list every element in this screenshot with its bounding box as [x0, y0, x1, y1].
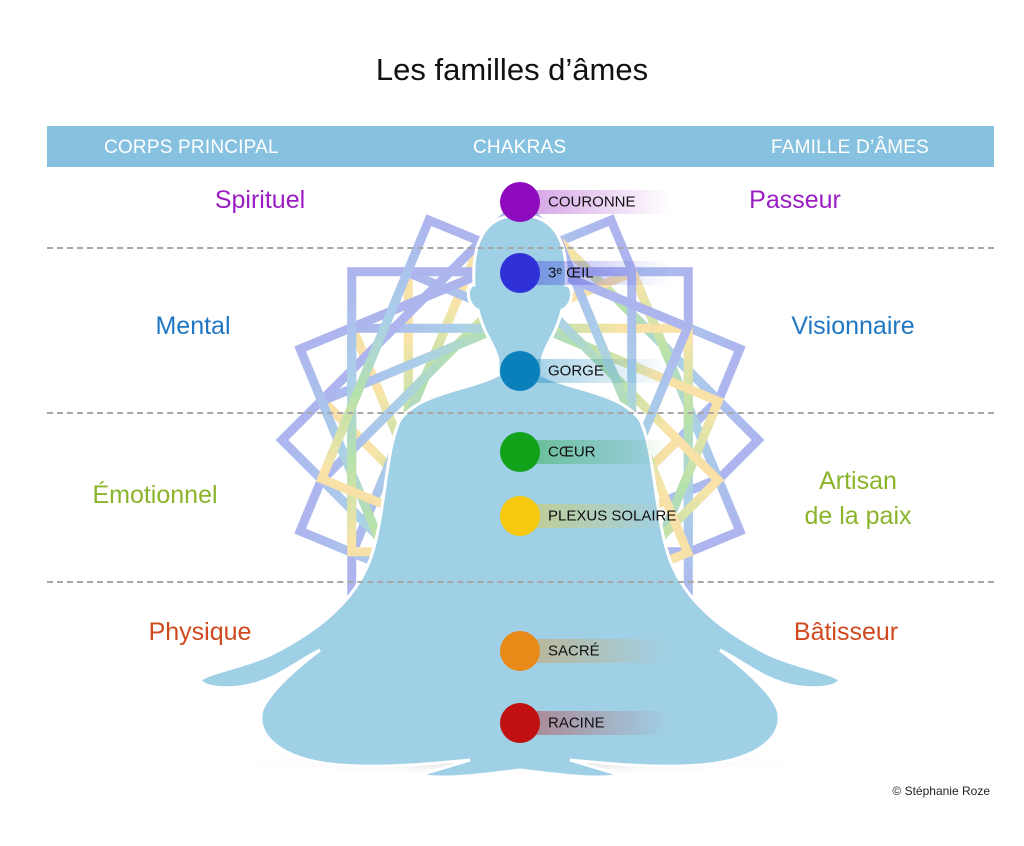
chakra-dot — [500, 351, 540, 391]
chakra-label: COURONNE — [548, 193, 636, 211]
chakra-label: RACINE — [548, 714, 605, 732]
divider — [47, 247, 994, 249]
header-famille-ames: FAMILLE D’ÂMES — [771, 137, 930, 158]
header-bar: CORPS PRINCIPAL CHAKRAS FAMILLE D’ÂMES — [47, 126, 994, 167]
corps-physique: Physique — [148, 618, 252, 646]
chakra-band — [520, 440, 670, 464]
famille-passeur: Passeur — [749, 186, 841, 214]
chakra-band — [520, 359, 670, 383]
chakra-dot — [500, 253, 540, 293]
page-title: Les familles d’âmes — [375, 52, 649, 87]
famille-visionnaire: Visionnaire — [791, 312, 915, 340]
chakra-dot — [500, 703, 540, 743]
chakra-band — [520, 711, 670, 735]
header-corps-principal: CORPS PRINCIPAL — [104, 137, 279, 158]
chakra-label: PLEXUS SOLAIRE — [548, 507, 677, 525]
chakra-band — [520, 639, 670, 663]
chakra-label: GORGE — [548, 362, 604, 380]
header-chakras: CHAKRAS — [473, 137, 567, 158]
chakra-dot — [500, 182, 540, 222]
chakra-band — [520, 261, 670, 285]
chakra-band — [520, 190, 670, 214]
divider — [47, 581, 994, 583]
copyright: © Stéphanie Roze — [892, 784, 990, 798]
chakra-dot — [500, 432, 540, 472]
chakra-label: CŒUR — [548, 443, 596, 461]
chakra-dot — [500, 631, 540, 671]
famille-artisan: Artisan — [819, 467, 897, 495]
chakra-dot — [500, 496, 540, 536]
corps-spirituel: Spirituel — [214, 186, 306, 214]
divider — [47, 412, 994, 414]
famille-de-la-paix: de la paix — [804, 502, 912, 530]
chakra-label: SACRÉ — [548, 642, 600, 660]
chakra-label: 3ᵉ ŒIL — [548, 264, 594, 282]
famille-batisseur: Bâtisseur — [793, 618, 899, 646]
corps-emotionnel: Émotionnel — [92, 481, 218, 509]
corps-mental: Mental — [155, 312, 231, 340]
chakra-band — [520, 504, 670, 528]
